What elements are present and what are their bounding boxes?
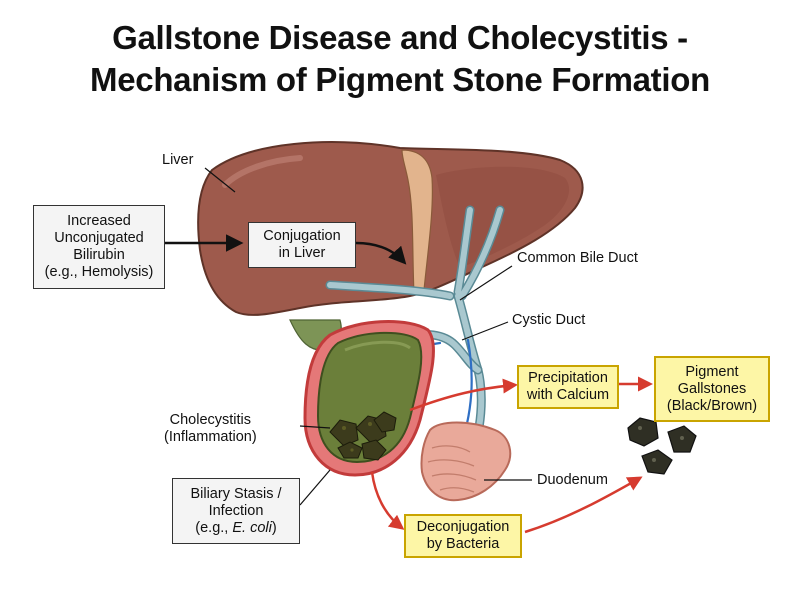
- biliary-stasis-prefix: (e.g.,: [195, 519, 233, 536]
- common-bile-duct-label: Common Bile Duct: [517, 250, 638, 266]
- pigment-gallstones-box: Pigment Gallstones (Black/Brown): [654, 356, 770, 422]
- duodenum-label: Duodenum: [537, 472, 608, 488]
- bilirubin-box-line-4: (e.g., Hemolysis): [44, 264, 154, 280]
- biliary-stasis-box-line-3: (e.g., E. coli): [195, 520, 276, 537]
- pigment-gallstones-box-line-3: (Black/Brown): [666, 397, 758, 414]
- cholecystitis-label: Cholecystitis (Inflammation): [164, 412, 257, 446]
- duodenum: [420, 421, 512, 502]
- deconjugation-box: Deconjugation by Bacteria: [404, 514, 522, 558]
- liver-label: Liver: [162, 152, 194, 168]
- biliary-stasis-box-line-2: Infection: [208, 502, 264, 519]
- precipitation-box-line-1: Precipitation: [528, 370, 608, 386]
- conjugation-box-line-1: Conjugation: [263, 228, 341, 244]
- title-line-1: Gallstone Disease and Cholecystitis -: [112, 19, 688, 56]
- deconjugation-box-line-1: Deconjugation: [416, 519, 510, 535]
- pigment-gallstones-box-line-1: Pigment: [685, 363, 739, 380]
- bilirubin-box: Increased Unconjugated Bilirubin (e.g., …: [33, 205, 165, 289]
- title-line-2: Mechanism of Pigment Stone Formation: [90, 61, 710, 98]
- biliary-stasis-box-line-1: Biliary Stasis /: [190, 485, 282, 502]
- bilirubin-box-line-1: Increased: [67, 213, 131, 229]
- bile-duct-tree: [325, 205, 505, 465]
- cholecystitis-label-line-1: Cholecystitis: [169, 412, 252, 428]
- biliary-stasis-organism: E. coli: [232, 519, 272, 536]
- cystic-duct-label: Cystic Duct: [512, 312, 586, 328]
- biliary-stasis-box: Biliary Stasis / Infection (e.g., E. col…: [172, 478, 300, 544]
- bilirubin-box-line-3: Bilirubin: [73, 247, 125, 263]
- pigment-gallstones-box-line-2: Gallstones: [677, 380, 747, 397]
- conjugation-box-line-2: in Liver: [278, 245, 326, 261]
- precipitation-box-line-2: with Calcium: [526, 387, 610, 403]
- gallbladder: [303, 320, 435, 477]
- cholecystitis-label-line-2: (Inflammation): [164, 429, 257, 445]
- precipitation-box: Precipitation with Calcium: [517, 365, 619, 409]
- biliary-stasis-suffix: ): [271, 519, 277, 536]
- deconjugation-box-line-2: by Bacteria: [426, 536, 500, 552]
- pigment-gallstones: [627, 417, 697, 475]
- conjugation-box: Conjugation in Liver: [248, 222, 356, 268]
- bilirubin-box-line-2: Unconjugated: [54, 230, 144, 246]
